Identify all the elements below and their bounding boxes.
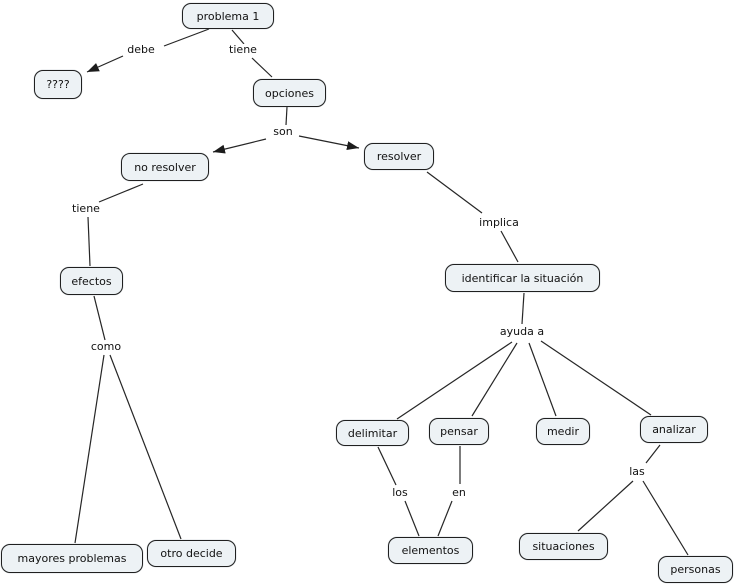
node-delimitar[interactable]: delimitar — [336, 420, 409, 446]
node-opciones[interactable]: opciones — [253, 79, 326, 107]
node-otro-decide[interactable]: otro decide — [147, 540, 236, 567]
link-label-como[interactable]: como — [88, 339, 124, 354]
node-efectos[interactable]: efectos — [60, 267, 123, 295]
node-pensar[interactable]: pensar — [429, 418, 489, 445]
link-label-los[interactable]: los — [390, 485, 410, 500]
node-no-resolver[interactable]: no resolver — [121, 153, 209, 181]
link-label-tiene-left[interactable]: tiene — [70, 201, 102, 216]
node-mayores-problemas[interactable]: mayores problemas — [1, 544, 143, 573]
node-situaciones[interactable]: situaciones — [519, 533, 608, 560]
link-label-debe[interactable]: debe — [125, 42, 157, 57]
link-label-implica[interactable]: implica — [477, 215, 521, 230]
node-identificar-la-situacion[interactable]: identificar la situación — [445, 264, 600, 292]
node-analizar[interactable]: analizar — [640, 416, 708, 443]
link-label-ayuda-a[interactable]: ayuda a — [497, 324, 547, 339]
node-problema-1[interactable]: problema 1 — [182, 3, 274, 29]
link-label-las[interactable]: las — [627, 464, 647, 479]
link-label-son[interactable]: son — [271, 124, 295, 139]
node-personas[interactable]: personas — [658, 556, 733, 583]
node-resolver[interactable]: resolver — [364, 143, 434, 170]
node-elementos[interactable]: elementos — [388, 537, 473, 564]
link-label-tiene-top[interactable]: tiene — [227, 42, 259, 57]
link-label-en[interactable]: en — [450, 485, 468, 500]
node-medir[interactable]: medir — [536, 418, 590, 445]
node-interrogantes[interactable]: ???? — [34, 70, 82, 99]
